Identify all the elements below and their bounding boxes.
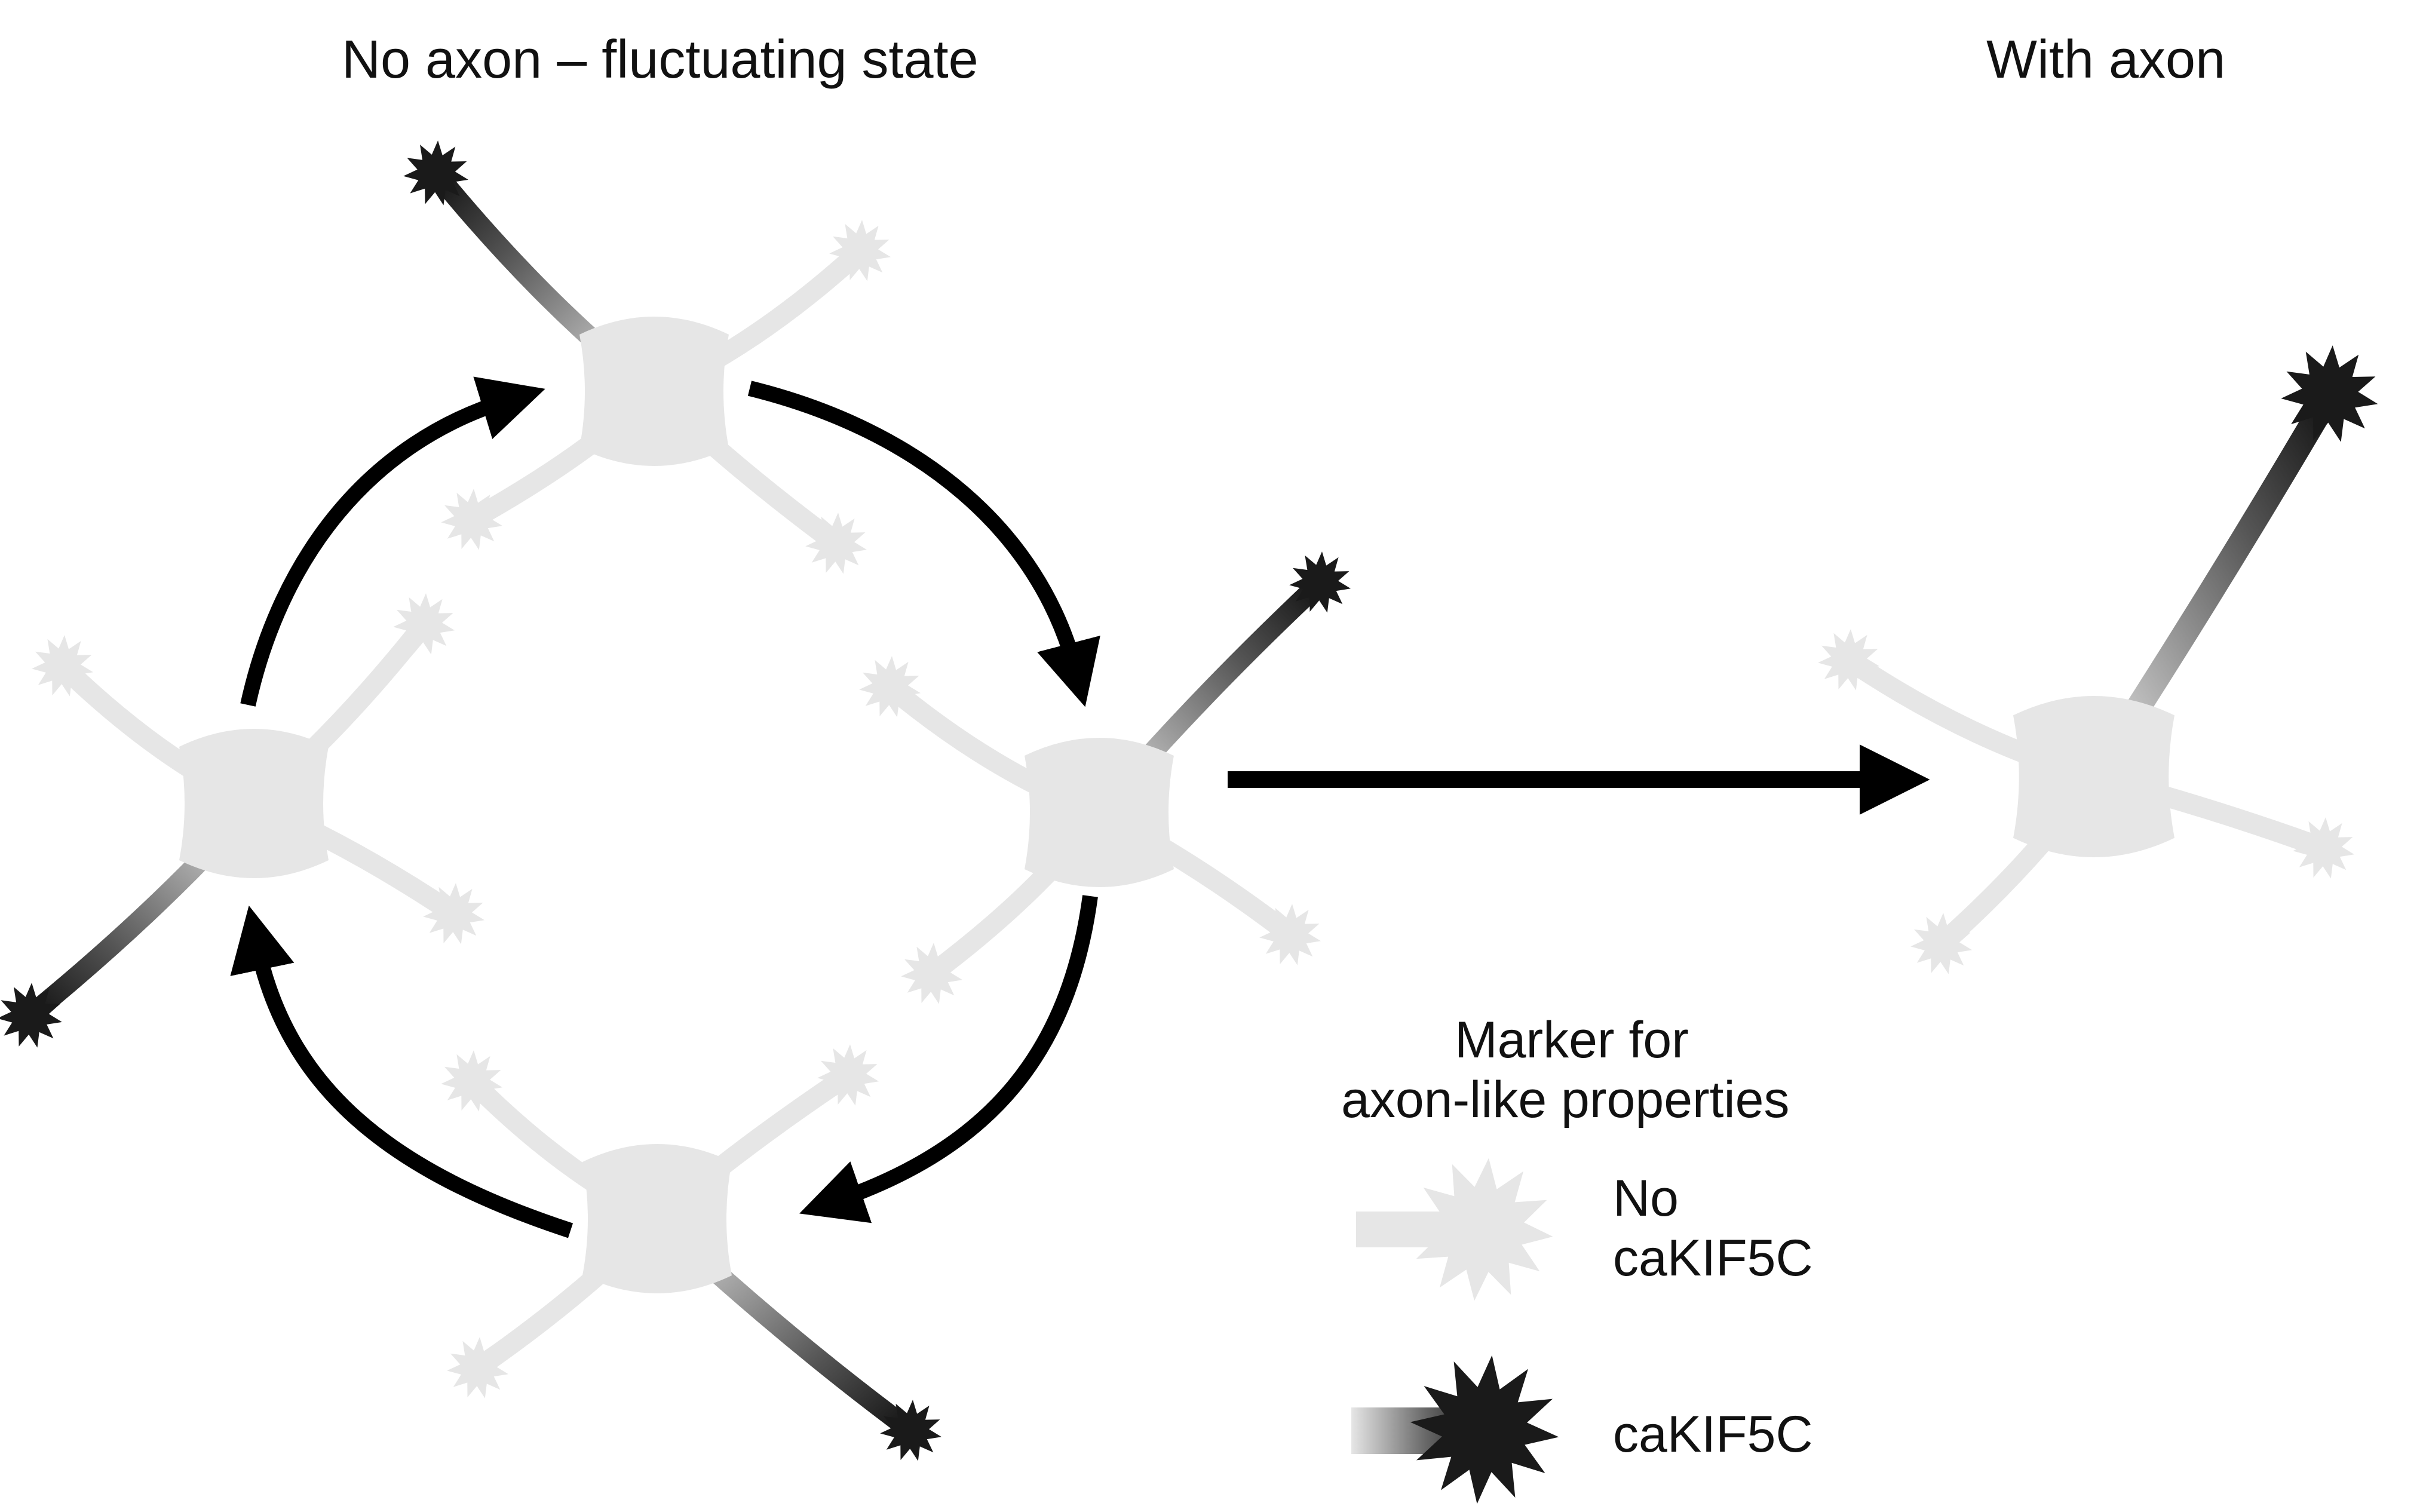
neuron-with-axon-soma	[2013, 696, 2174, 857]
title-with-axon: With axon	[1986, 30, 2226, 90]
neuron-with-axon-process-3-growth-cone-icon	[2293, 817, 2354, 879]
legend-marker-swatch	[1351, 1355, 1559, 1504]
neuron-bottom-process-4-growth-cone-marker-icon	[880, 1400, 941, 1461]
legend-no-marker-line2: caKIF5C	[1613, 1229, 1813, 1287]
neuron-top-soma	[579, 317, 729, 466]
legend-heading-line2: axon-like properties	[1341, 1071, 1790, 1128]
neuron-left-process-3-growth-cone-marker-icon	[0, 983, 62, 1048]
cycle-arrow-right-to-bottom	[799, 895, 1098, 1223]
neuron-top	[403, 140, 891, 574]
neuron-right	[859, 551, 1351, 1004]
neuron-top-process-1-growth-cone-marker-icon	[403, 140, 468, 206]
neuron-left	[0, 593, 484, 1048]
cycle-arrows	[230, 376, 1100, 1238]
neuron-top-process-4-growth-cone-icon	[805, 513, 867, 574]
neuron-right-process-4-growth-cone-icon	[1259, 904, 1321, 965]
legend-no-marker-growth-cone-icon	[1410, 1158, 1553, 1301]
cycle-arrow-top-to-right	[747, 381, 1100, 707]
cycle-arrow-bottom-to-left	[230, 905, 573, 1238]
neuron-bottom-process-1-growth-cone-icon	[441, 1050, 502, 1112]
legend-marker-label: caKIF5C	[1613, 1406, 1813, 1463]
legend-marker-growth-cone-icon	[1410, 1355, 1559, 1504]
legend-no-marker-line1: No	[1613, 1170, 1679, 1227]
neuron-top-process-2-growth-cone-icon	[829, 220, 891, 281]
title-no-axon: No axon – fluctuating state	[342, 30, 979, 90]
neuron-with-axon-process-2-growth-cone-icon	[1818, 629, 1879, 691]
neuron-left-process-2-growth-cone-icon	[393, 593, 455, 655]
neuron-with-axon-process-4-growth-cone-icon	[1910, 913, 1972, 974]
neuron-top-process-3-growth-cone-icon	[441, 489, 502, 550]
neuron-bottom	[441, 1044, 941, 1461]
neuron-right-process-1-growth-cone-icon	[859, 656, 921, 717]
neuron-bottom-soma	[582, 1144, 732, 1293]
neuron-right-process-3-growth-cone-icon	[901, 943, 962, 1004]
cycle-arrow-left-to-top	[240, 376, 545, 707]
neuron-bottom-process-2-growth-cone-icon	[817, 1044, 879, 1106]
neuron-left-process-1-growth-cone-icon	[32, 635, 94, 697]
neuron-right-soma	[1025, 738, 1174, 887]
legend-heading-line1: Marker for	[1455, 1011, 1689, 1069]
neuron-with-axon-process-1-growth-cone-marker-icon	[2281, 345, 2378, 442]
neuron-bottom-process-3-growth-cone-icon	[447, 1337, 508, 1398]
neuron-left-soma	[179, 729, 329, 878]
neuron-right-process-2-growth-cone-marker-icon	[1289, 551, 1351, 613]
neuron-left-process-4-growth-cone-icon	[423, 883, 484, 944]
neuron-with-axon	[1818, 345, 2378, 974]
legend-no-marker-swatch	[1356, 1158, 1553, 1301]
